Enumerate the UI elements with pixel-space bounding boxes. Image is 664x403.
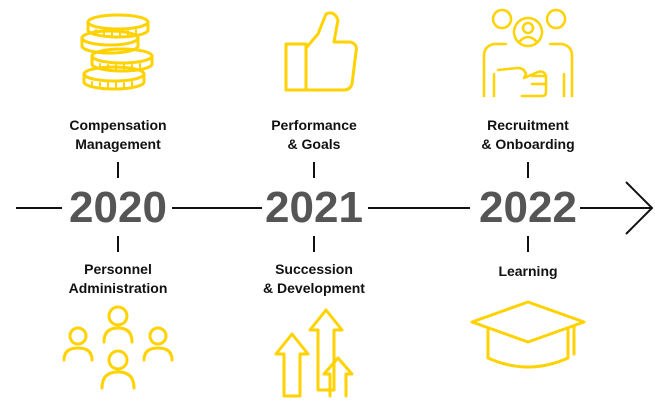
label-line: Recruitment [487,117,569,133]
year-2021: 2021 [265,183,363,232]
label-line: Performance [271,117,357,133]
recruitment-handshake-icon [482,8,574,98]
year-2020: 2020 [69,183,167,232]
label-line: & Development [263,280,365,296]
label-line: Personnel [84,261,152,277]
thumbs-up-icon [284,11,358,92]
growth-arrows-icon [274,308,354,398]
label-line: Administration [68,280,168,296]
graduation-cap-icon [470,300,586,369]
people-group-icon [62,305,174,390]
label-line: Compensation [69,117,167,133]
label-line: & Goals [287,136,341,152]
label-compensation-management: Compensation Management [38,116,198,154]
label-line: & Onboarding [481,136,575,152]
label-performance-goals: Performance & Goals [234,116,394,154]
label-line: Management [75,136,161,152]
year-2022: 2022 [479,183,577,232]
label-learning: Learning [448,262,608,281]
label-recruitment-onboarding: Recruitment & Onboarding [448,116,608,154]
label-line: Succession [275,261,353,277]
label-line: Learning [498,263,558,279]
arrow-head-icon [625,181,654,235]
label-personnel-administration: Personnel Administration [38,260,198,298]
coins-icon [80,13,154,91]
label-succession-development: Succession & Development [234,260,394,298]
